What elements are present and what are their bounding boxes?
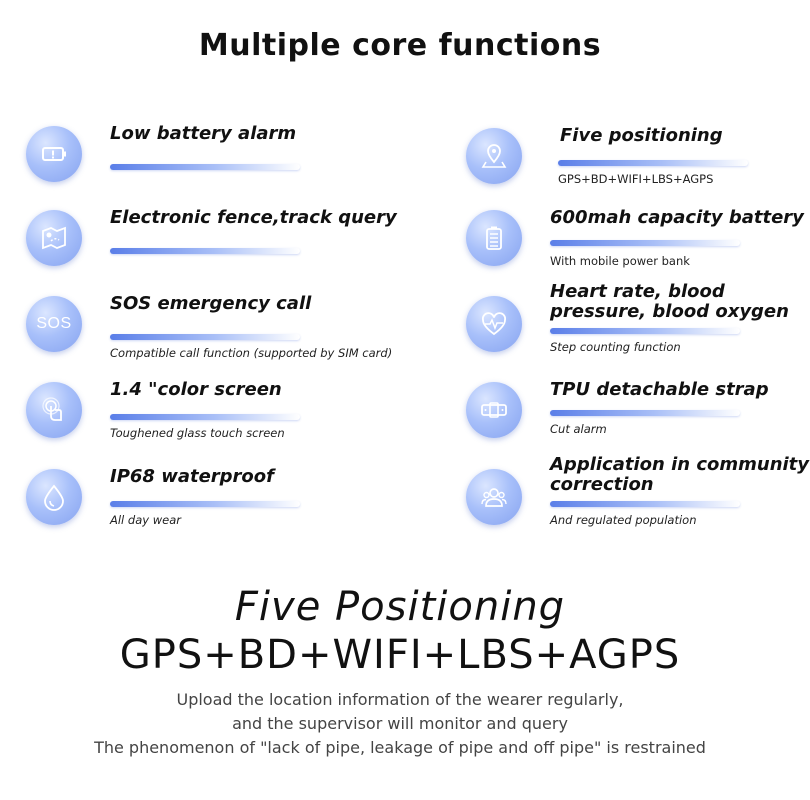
feature-underline: [550, 501, 740, 507]
feature-electronic-fence: Electronic fence,track query: [26, 208, 397, 278]
page-title: Multiple core functions: [198, 28, 602, 63]
feature-title: 600mah capacity battery: [550, 207, 804, 228]
feature-underline: [110, 164, 300, 170]
feature-title: Five positioning: [560, 125, 723, 146]
feature-underline: [550, 410, 740, 416]
description-line: The phenomenon of "lack of pipe, leakage…: [94, 738, 706, 757]
feature-underline: [110, 334, 300, 340]
feature-title: Application in community correction: [550, 454, 810, 495]
strap-icon: [466, 382, 522, 438]
feature-title: Heart rate, blood pressure, blood oxygen: [550, 281, 789, 322]
feature-subtitle: All day wear: [110, 513, 181, 527]
feature-battery-capacity: 600mah capacity battery With mobile powe…: [466, 208, 806, 278]
feature-low-battery: Low battery alarm: [26, 124, 366, 194]
feature-underline: [550, 328, 740, 334]
feature-community-correction: Application in community correction And …: [466, 455, 809, 537]
feature-subtitle: And regulated population: [550, 513, 697, 527]
feature-underline: [110, 501, 300, 507]
feature-title: TPU detachable strap: [550, 379, 769, 400]
community-icon: [466, 469, 522, 525]
positioning-systems: GPS+BD+WIFI+LBS+AGPS: [119, 632, 681, 678]
feature-five-positioning: Five positioning GPS+BD+WIFI+LBS+AGPS: [466, 126, 806, 196]
battery-alarm-icon: [26, 126, 82, 182]
feature-title: IP68 waterproof: [110, 466, 274, 487]
heart-rate-icon: [466, 296, 522, 352]
feature-subtitle: Step counting function: [550, 340, 681, 354]
positioning-heading: Five Positioning: [234, 584, 566, 630]
feature-title: Low battery alarm: [110, 123, 297, 144]
feature-underline: [110, 414, 300, 420]
feature-waterproof: IP68 waterproof All day wear: [26, 467, 366, 537]
map-route-icon: [26, 210, 82, 266]
feature-subtitle: GPS+BD+WIFI+LBS+AGPS: [558, 172, 714, 186]
feature-underline: [550, 240, 740, 246]
feature-subtitle: Cut alarm: [550, 422, 607, 436]
feature-color-screen: 1.4 "color screen Toughened glass touch …: [26, 380, 366, 450]
touch-screen-icon: [26, 382, 82, 438]
description-line: and the supervisor will monitor and quer…: [232, 714, 568, 733]
description-line: Upload the location information of the w…: [176, 690, 624, 709]
feature-subtitle: With mobile power bank: [550, 254, 690, 268]
feature-subtitle: Compatible call function (supported by S…: [110, 346, 393, 360]
feature-title: Electronic fence,track query: [110, 207, 397, 228]
feature-underline: [558, 160, 748, 166]
battery-icon: [466, 210, 522, 266]
feature-subtitle: Toughened glass touch screen: [110, 426, 285, 440]
water-drop-icon: [26, 469, 82, 525]
feature-tpu-strap: TPU detachable strap Cut alarm: [466, 380, 806, 450]
location-pin-icon: [466, 128, 522, 184]
feature-title: SOS emergency call: [110, 293, 312, 314]
feature-health-monitoring: Heart rate, blood pressure, blood oxygen…: [466, 282, 806, 364]
feature-underline: [110, 248, 300, 254]
feature-title: 1.4 "color screen: [110, 379, 282, 400]
sos-icon: SOS: [26, 296, 82, 352]
feature-sos-call: SOS SOS emergency call Compatible call f…: [26, 293, 392, 364]
